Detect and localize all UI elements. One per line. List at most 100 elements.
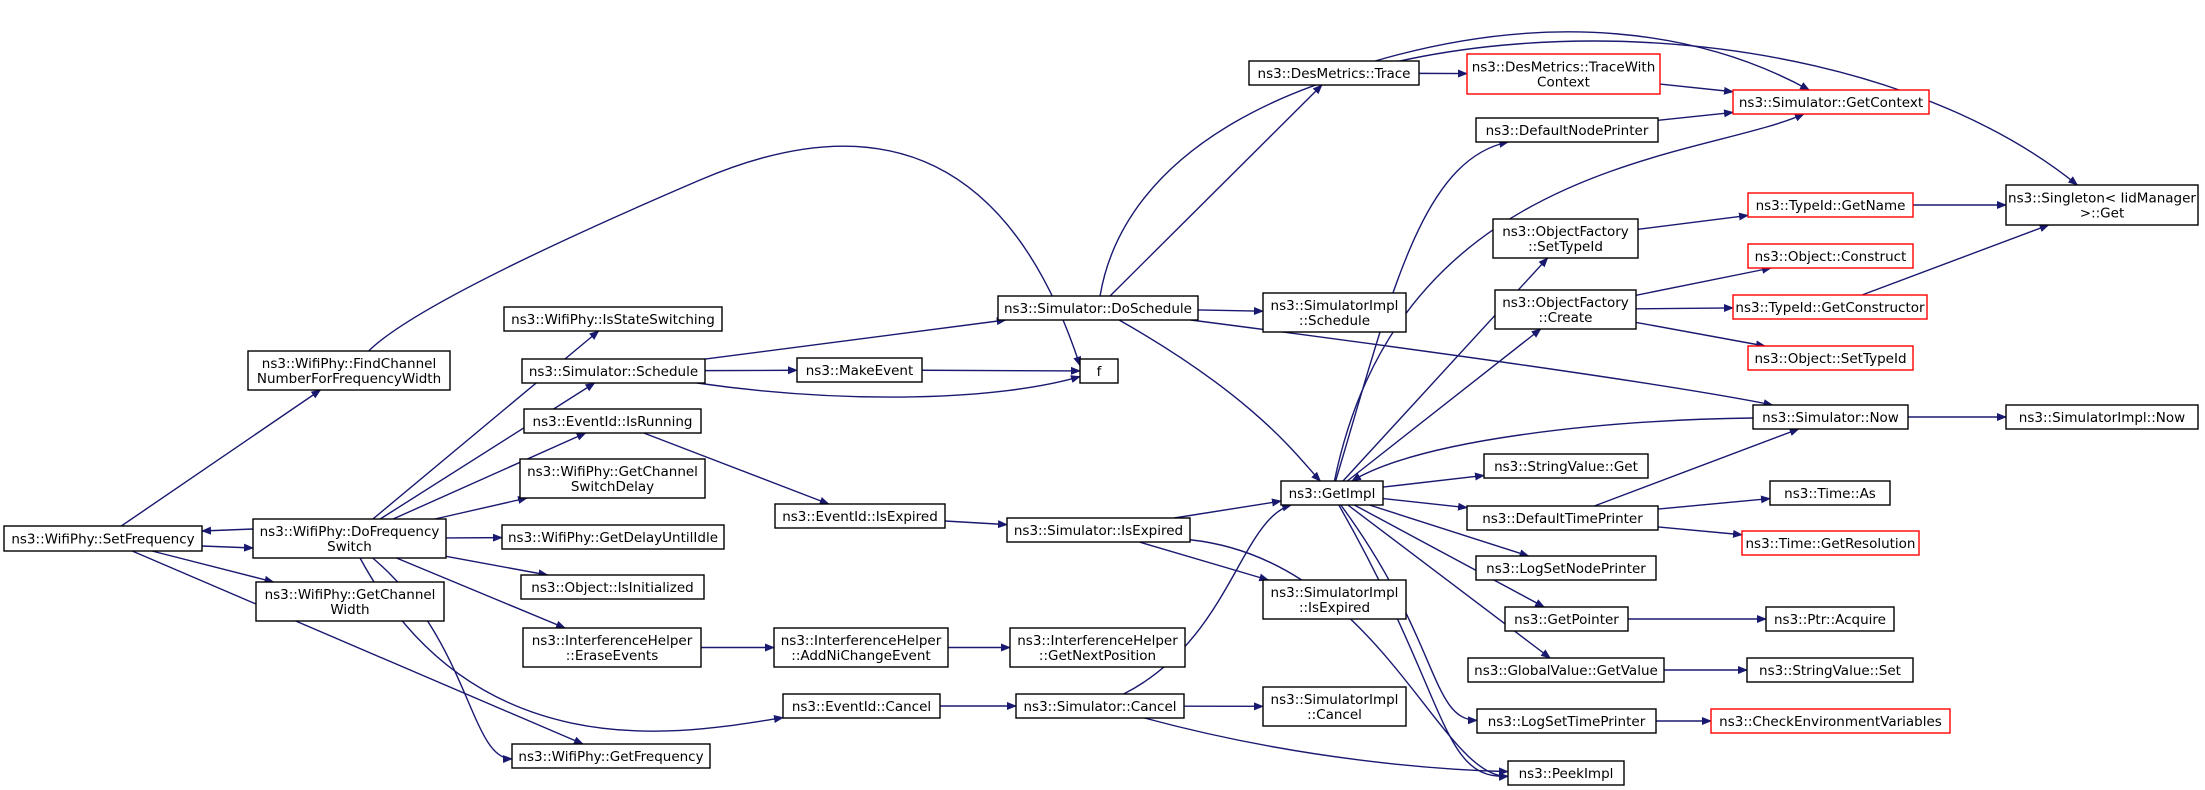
edge-getimpl-to-defnodeprinter	[1334, 139, 1510, 482]
node-objconstruct[interactable]: ns3::Object::Construct	[1747, 243, 1914, 269]
node-logsetnode[interactable]: ns3::LogSetNodePrinter	[1475, 555, 1657, 581]
node-isstatesw[interactable]: ns3::WifiPhy::IsStateSwitching	[503, 306, 723, 332]
node-deftimeprinter[interactable]: ns3::DefaultTimePrinter	[1466, 505, 1659, 531]
node-box	[1467, 657, 1665, 683]
node-typeidgetctor[interactable]: ns3::TypeId::GetConstructor	[1732, 294, 1928, 320]
node-objfactsettype[interactable]: ns3::ObjectFactory::SetTypeId	[1492, 218, 1639, 259]
node-setfreq[interactable]: ns3::WifiPhy::SetFrequency	[3, 525, 203, 552]
node-label: ns3::DefaultNodePrinter	[1486, 123, 1649, 139]
node-simimplcancel[interactable]: ns3::SimulatorImpl::Cancel	[1262, 686, 1407, 727]
node-objfactcreate[interactable]: ns3::ObjectFactory::Create	[1494, 289, 1637, 330]
node-simisexpired[interactable]: ns3::Simulator::IsExpired	[1006, 517, 1191, 543]
node-simimplsched[interactable]: ns3::SimulatorImpl::Schedule	[1262, 292, 1407, 333]
node-findchan[interactable]: ns3::WifiPhy::FindChannelNumberForFreque…	[247, 350, 451, 391]
node-simimplisexp[interactable]: ns3::SimulatorImpl::IsExpired	[1262, 579, 1407, 620]
node-objsettype[interactable]: ns3::Object::SetTypeId	[1747, 345, 1914, 371]
node-label: ns3::CheckEnvironmentVariables	[1719, 714, 1942, 730]
node-typeidgetname[interactable]: ns3::TypeId::GetName	[1747, 192, 1914, 218]
node-label: ns3::WifiPhy::IsStateSwitching	[511, 312, 715, 328]
node-box	[1079, 358, 1119, 384]
node-checkenv[interactable]: ns3::CheckEnvironmentVariables	[1710, 708, 1951, 734]
node-label: ns3::ObjectFactory	[1502, 295, 1629, 311]
node-label: ::GetNextPosition	[1039, 648, 1156, 664]
node-label: ns3::GetPointer	[1514, 612, 1619, 628]
node-defnodeprinter[interactable]: ns3::DefaultNodePrinter	[1475, 117, 1659, 143]
node-singleton[interactable]: ns3::Singleton< IidManager>::Get	[2005, 184, 2199, 226]
node-ifaddni[interactable]: ns3::InterferenceHelper::AddNiChangeEven…	[773, 627, 949, 668]
node-box	[503, 306, 723, 332]
node-label: ns3::SimulatorImpl	[1271, 298, 1399, 314]
node-makeevent[interactable]: ns3::MakeEvent	[796, 357, 923, 383]
node-globalvalget[interactable]: ns3::GlobalValue::GetValue	[1467, 657, 1665, 683]
edge-dofreq-to-simschedule	[379, 382, 596, 520]
edge-simschedule-to-f	[696, 375, 1081, 398]
node-peekimpl[interactable]: ns3::PeekImpl	[1507, 760, 1625, 786]
node-getpointer[interactable]: ns3::GetPointer	[1504, 606, 1629, 632]
edge-deftimeprinter-to-timegetres	[1657, 526, 1743, 538]
node-getimpl[interactable]: ns3::GetImpl	[1280, 480, 1384, 506]
node-box	[1466, 505, 1659, 531]
node-label: ns3::WifiPhy::GetFrequency	[518, 749, 703, 765]
node-getfreq[interactable]: ns3::WifiPhy::GetFrequency	[511, 743, 711, 769]
node-logsettime[interactable]: ns3::LogSetTimePrinter	[1476, 708, 1657, 734]
edge-getimpl-to-getpointer	[1353, 504, 1546, 608]
edge-getimpl-to-logsettime	[1340, 504, 1478, 725]
node-objinit[interactable]: ns3::Object::IsInitialized	[520, 574, 705, 600]
node-stringvalset[interactable]: ns3::StringValue::Set	[1746, 657, 1914, 683]
node-box	[1483, 453, 1649, 479]
node-label: ns3::StringValue::Get	[1494, 459, 1638, 475]
node-ifgetnext[interactable]: ns3::InterferenceHelper::GetNextPosition	[1009, 627, 1186, 668]
edge-simisexpired-to-peekimpl	[1189, 539, 1509, 781]
edge-dofreq-to-iferase	[396, 557, 566, 629]
node-simnow[interactable]: ns3::Simulator::Now	[1752, 404, 1909, 430]
node-label: ns3::SimulatorImpl::Now	[2019, 410, 2185, 426]
node-label: ns3::GlobalValue::GetValue	[1474, 663, 1658, 679]
node-simimplnow[interactable]: ns3::SimulatorImpl::Now	[2005, 404, 2199, 430]
edge-simschedule-to-doschedule	[704, 317, 1007, 360]
node-timegetres[interactable]: ns3::Time::GetResolution	[1741, 530, 1920, 556]
node-doschedule[interactable]: ns3::Simulator::DoSchedule	[997, 295, 1199, 321]
node-box	[997, 295, 1199, 321]
node-simschedule[interactable]: ns3::Simulator::Schedule	[521, 358, 706, 384]
node-box	[1280, 480, 1384, 506]
node-label: ns3::PeekImpl	[1519, 766, 1614, 782]
edge-simisexpired-to-getimpl	[1174, 498, 1282, 519]
nodes-layer: ns3::WifiPhy::SetFrequencyns3::WifiPhy::…	[3, 53, 2199, 786]
node-label: ns3::EventId::Cancel	[792, 699, 931, 715]
node-label: ns3::EventId::IsExpired	[782, 509, 938, 525]
node-desmtrace[interactable]: ns3::DesMetrics::Trace	[1248, 60, 1420, 86]
node-box	[1009, 627, 1186, 668]
node-label: ns3::WifiPhy::SetFrequency	[11, 532, 194, 548]
node-label: ns3::Object::SetTypeId	[1754, 351, 1906, 367]
node-label: ns3::InterferenceHelper	[1017, 633, 1178, 649]
node-stringvalget[interactable]: ns3::StringValue::Get	[1483, 453, 1649, 479]
node-box	[774, 503, 946, 529]
node-box	[1732, 89, 1930, 115]
node-box	[1262, 292, 1407, 333]
node-iferase[interactable]: ns3::InterferenceHelper::EraseEvents	[522, 627, 702, 668]
edge-setfreq-to-findchan	[120, 389, 322, 527]
node-label: ns3::StringValue::Set	[1759, 663, 1901, 679]
node-label: ns3::Time::As	[1784, 486, 1876, 502]
node-simcancel[interactable]: ns3::Simulator::Cancel	[1015, 693, 1185, 719]
node-box	[521, 358, 706, 384]
node-evrunning[interactable]: ns3::EventId::IsRunning	[523, 408, 702, 434]
edge-evexpired-to-simisexpired	[944, 520, 1008, 529]
node-evcancel[interactable]: ns3::EventId::Cancel	[782, 693, 941, 719]
node-label: ns3::GetImpl	[1289, 486, 1376, 502]
node-box	[1747, 192, 1914, 218]
node-timeas[interactable]: ns3::Time::As	[1769, 480, 1891, 506]
node-simgetctx[interactable]: ns3::Simulator::GetContext	[1732, 89, 1930, 115]
node-getdelayidle[interactable]: ns3::WifiPhy::GetDelayUntilIdle	[501, 524, 725, 550]
node-f[interactable]: f	[1079, 358, 1119, 384]
node-box	[1475, 117, 1659, 143]
node-label: ns3::WifiPhy::GetChannel	[265, 587, 436, 603]
node-evexpired[interactable]: ns3::EventId::IsExpired	[774, 503, 946, 529]
node-ptracquire[interactable]: ns3::Ptr::Acquire	[1765, 606, 1895, 632]
node-box	[1507, 760, 1625, 786]
node-label: ns3::ObjectFactory	[1502, 224, 1629, 240]
